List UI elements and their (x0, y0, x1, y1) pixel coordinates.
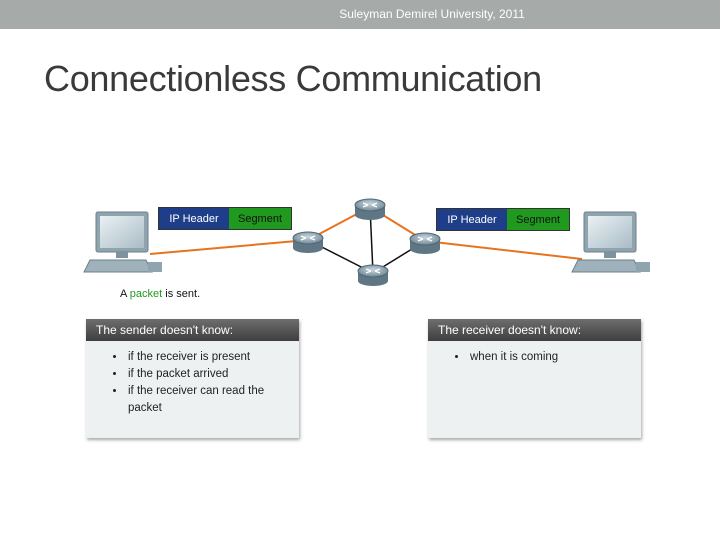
sender-box-heading: The sender doesn't know: (86, 319, 299, 341)
router-icon (409, 232, 441, 254)
list-item: if the packet arrived (126, 366, 299, 383)
segment-label: Segment (229, 208, 291, 229)
ip-header-label: IP Header (437, 209, 507, 230)
network-diagram (83, 198, 650, 286)
diagram-caption: A packet is sent. (120, 288, 200, 300)
slide-title: Connectionless Communication (44, 58, 542, 99)
caption-prefix: A (120, 288, 130, 300)
caption-suffix: is sent. (162, 288, 201, 300)
receiver-info-box: The receiver doesn't know: when it is co… (428, 319, 641, 438)
sender-list: if the receiver is present if the packet… (86, 349, 299, 417)
list-item: if the receiver can read the packet (126, 383, 299, 417)
router-icon (357, 264, 389, 286)
receiver-box-heading: The receiver doesn't know: (428, 319, 641, 341)
list-item: if the receiver is present (126, 349, 299, 366)
packet-right: IP Header Segment (436, 208, 570, 231)
segment-label: Segment (507, 209, 569, 230)
caption-highlight: packet (129, 288, 163, 300)
receiver-list: when it is coming (428, 349, 641, 366)
packet-left: IP Header Segment (158, 207, 292, 230)
link-right-receiver (424, 240, 583, 260)
list-item: when it is coming (468, 349, 641, 366)
router-icon (292, 231, 324, 253)
banner-text: Suleyman Demirel University, 2011 (339, 7, 525, 21)
router-icon (354, 198, 386, 220)
receiver-computer-icon (571, 211, 650, 273)
top-banner: Suleyman Demirel University, 2011 (0, 0, 720, 29)
ip-header-label: IP Header (159, 208, 229, 229)
link-sender-router (149, 239, 309, 255)
sender-info-box: The sender doesn't know: if the receiver… (86, 319, 299, 438)
sender-computer-icon (83, 211, 162, 273)
